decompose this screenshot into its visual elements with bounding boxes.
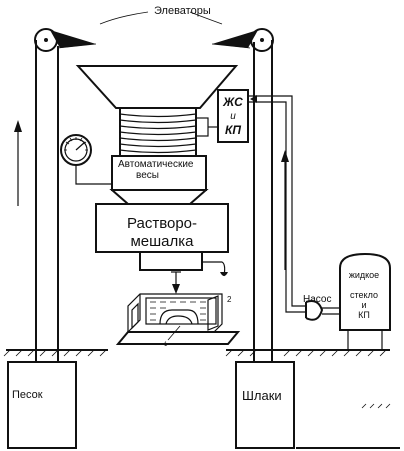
svg-text:Шлаки: Шлаки — [242, 388, 282, 403]
right-elevator-chute — [212, 30, 258, 48]
liquid-glass-tank: жидкое стекло и КП — [339, 252, 391, 350]
svg-text:Автоматические: Автоматические — [118, 159, 194, 170]
svg-text:Насос: Насос — [303, 294, 331, 305]
automatic-scales: Автоматические весы — [109, 155, 209, 205]
ground-bottom-right — [296, 403, 400, 449]
svg-text:стекло: стекло — [350, 290, 378, 300]
svg-text:Песок: Песок — [12, 389, 43, 401]
discharge-arrow — [171, 271, 181, 294]
pump: Насос — [303, 294, 340, 321]
zhs-kp-dispenser: ЖС и КП — [217, 89, 249, 143]
ground-left — [3, 349, 108, 357]
left-up-arrow — [14, 120, 22, 206]
scale-gauge — [60, 134, 112, 185]
svg-text:и: и — [230, 111, 236, 122]
right-elevator — [211, 28, 274, 362]
mortar-mixer: Растворо- мешалка — [95, 203, 229, 277]
svg-text:КП: КП — [225, 123, 241, 137]
drum — [119, 107, 218, 157]
elevators-label: Элеваторы — [154, 5, 211, 17]
slag-bin: Шлаки — [235, 361, 295, 449]
left-elevator-chute — [50, 30, 96, 48]
svg-text:весы: весы — [136, 170, 159, 181]
svg-text:мешалка: мешалка — [130, 233, 194, 250]
hopper — [75, 65, 239, 109]
svg-text:жидкое: жидкое — [349, 270, 379, 280]
svg-text:КП: КП — [358, 310, 370, 320]
right-up-arrow — [281, 150, 289, 270]
glass-pipe — [248, 95, 306, 313]
ground-right — [225, 349, 390, 357]
svg-text:2: 2 — [227, 295, 232, 304]
svg-text:Растворо-: Растворо- — [127, 215, 197, 232]
elevators-leader — [99, 11, 223, 25]
svg-text:ЖС: ЖС — [222, 95, 243, 109]
core-box: 1 2 — [115, 293, 241, 348]
left-elevator — [34, 28, 97, 362]
svg-text:и: и — [361, 300, 366, 310]
sand-bin: Песок — [7, 361, 77, 449]
svg-text:1: 1 — [164, 342, 168, 348]
